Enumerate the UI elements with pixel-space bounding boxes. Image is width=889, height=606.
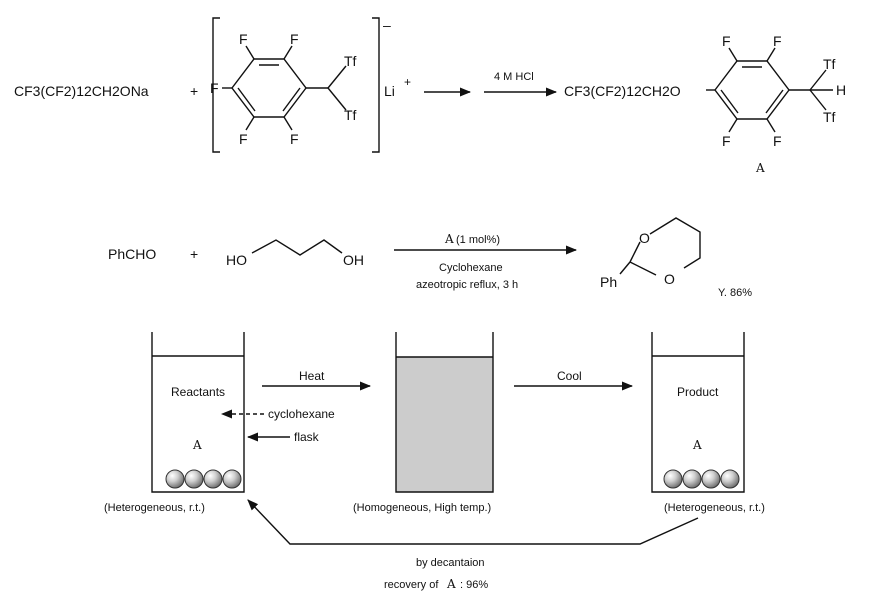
propanediol: HO OH [226,239,364,268]
bracket-charge: – [383,17,391,33]
counter-ion-charge: + [404,75,411,89]
catalyst-beads-1 [165,469,242,489]
beaker-homogeneous-state: (Homogeneous, High temp.) [353,502,491,514]
atom-oh: OH [343,252,364,268]
beaker-product: Product A [651,332,745,493]
atom-f: F [210,80,219,96]
recycle-line-2-prefix: recovery of [384,579,439,591]
yield-label: Y. 86% [718,287,752,299]
reactant-benzaldehyde: PhCHO [108,246,156,262]
solvent-label: Cyclohexane [439,262,503,274]
beaker-reactants: Reactants A [151,332,245,493]
beaker-reactants-label: Reactants [171,385,225,399]
process-scheme: Reactants A (Heterogeneous, r.t.) Heat c… [104,332,765,591]
beaker-product-state: (Heterogeneous, r.t.) [664,502,765,514]
product-alkoxy-chain: CF3(CF2)12CH2O [564,83,681,99]
atom-f: F [773,133,782,149]
atom-tf: Tf [344,53,357,69]
atom-ho: HO [226,252,247,268]
counter-ion-lithium: Li [384,83,395,99]
beaker-product-label: Product [677,385,719,399]
label-flask: flask [294,430,320,444]
catalyst-symbol: A [444,232,454,246]
atom-h: H [836,82,846,98]
reagent-hcl: 4 M HCl [494,71,534,83]
conditions-label: azeotropic reflux, 3 h [416,279,518,291]
left-bracket [212,17,220,153]
beaker-homogeneous [395,332,494,493]
reaction-1: CF3(CF2)12CH2ONa + – F F F F F [14,17,846,175]
reaction-2: PhCHO + HO OH A (1 mol%) Cyclohexane aze… [108,217,752,299]
catalyst-a-beaker-3: A [692,438,702,452]
atom-ph: Ph [600,274,617,290]
atom-tf: Tf [344,107,357,123]
plus-sign-2: + [190,246,198,262]
right-bracket [372,17,380,153]
recycle-line-1: by decantaion [416,557,485,569]
atom-o: O [639,230,650,246]
atom-f: F [239,31,248,47]
atom-f: F [239,131,248,147]
atom-tf: Tf [823,109,836,125]
atom-f: F [722,133,731,149]
product-label-a: A [755,161,765,175]
atom-tf: Tf [823,56,836,72]
atom-f: F [290,131,299,147]
catalyst-beads-3 [663,469,740,489]
atom-o: O [664,271,675,287]
arrow-heat-label: Heat [299,369,325,383]
atom-f: F [290,31,299,47]
catalyst-a-beaker-1: A [192,438,202,452]
product-aryl-ring: F F F F Tf Tf H [706,33,846,149]
label-cyclohexane: cyclohexane [268,407,335,421]
anion-aryl-ring: F F F F F Tf Tf [210,31,357,147]
recycle-symbol: A [446,577,456,591]
atom-f: F [773,33,782,49]
recycle-line-2-suffix: : 96% [460,579,488,591]
arrow-cool-label: Cool [557,369,582,383]
atom-f: F [722,33,731,49]
dioxane-product: O O Ph [600,217,701,290]
arrow-recycle [247,499,699,545]
plus-sign-1: + [190,83,198,99]
reactant-sodium-alkoxide: CF3(CF2)12CH2ONa [14,83,149,99]
beaker-reactants-state: (Heterogeneous, r.t.) [104,502,205,514]
catalyst-amount: (1 mol%) [456,234,500,246]
